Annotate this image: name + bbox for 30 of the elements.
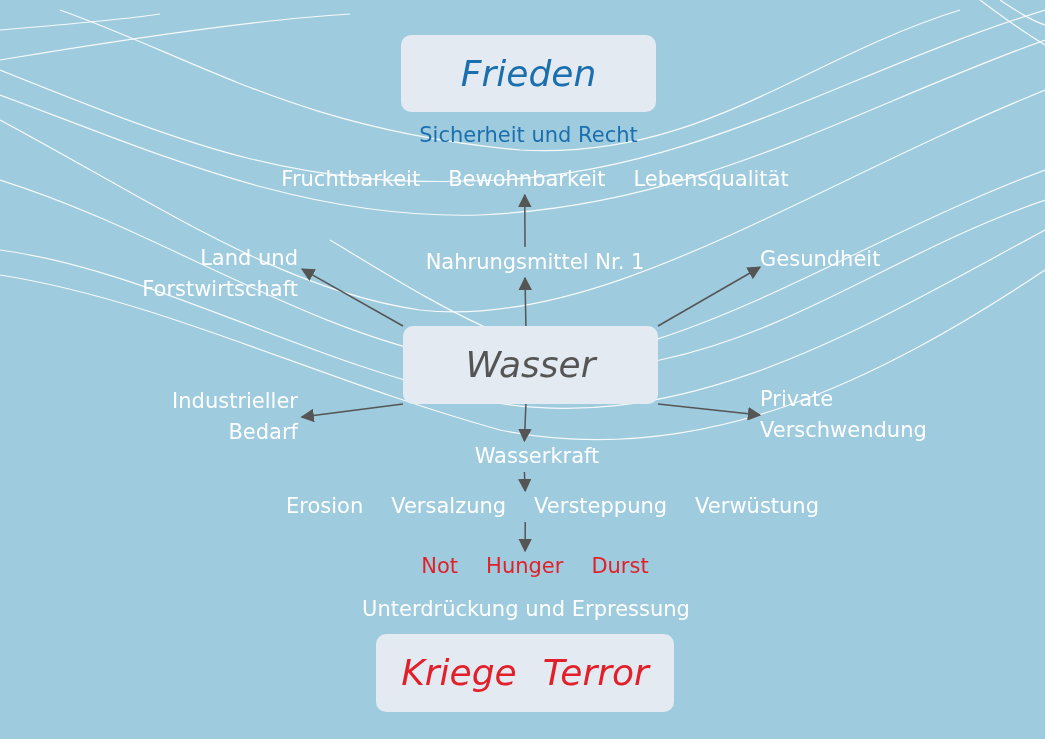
- arrow: [657, 266, 762, 327]
- arrow: [518, 276, 532, 327]
- caption-text: Unterdrückung und Erpressung: [361, 596, 691, 623]
- label-text: Bewohnbarkeit: [448, 166, 606, 193]
- label-text: Not: [421, 553, 459, 580]
- label-text: Verwüstung: [695, 493, 819, 520]
- rounded-box: [401, 35, 656, 112]
- arrow: [657, 403, 762, 421]
- label-text: Versalzung: [391, 493, 507, 520]
- label-text: Nahrungsmittel Nr. 1: [400, 247, 670, 278]
- box-label: Wasser: [465, 343, 596, 387]
- label-text: Industrieller Bedarf: [110, 386, 298, 448]
- label-text: Durst: [591, 553, 649, 580]
- caption-text: Sicherheit und Recht: [418, 122, 639, 149]
- arrow: [518, 193, 532, 248]
- arrow: [518, 403, 532, 443]
- box-label: Terror: [542, 651, 649, 695]
- label-text: Hunger: [486, 553, 564, 580]
- rounded-box: [376, 634, 674, 712]
- label-text: Wasserkraft: [452, 441, 622, 472]
- arrow: [517, 471, 532, 493]
- arrow: [300, 403, 404, 423]
- box-label: Kriege: [401, 651, 517, 695]
- arrow: [301, 268, 404, 327]
- rounded-box: [403, 326, 658, 404]
- label-text: Versteppung: [534, 493, 668, 520]
- arrow: [518, 521, 532, 553]
- box-label: Frieden: [460, 51, 597, 96]
- label-text: Fruchtbarkeit: [281, 166, 421, 193]
- label-text: Erosion: [285, 493, 364, 520]
